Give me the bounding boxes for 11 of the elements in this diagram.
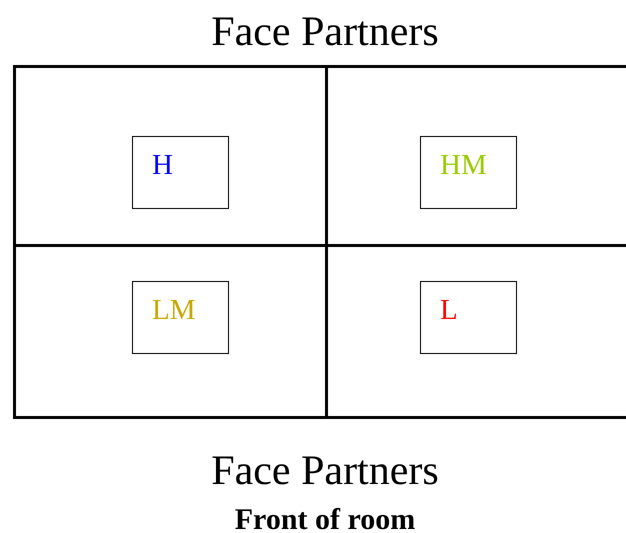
caption: Face Partners xyxy=(210,448,440,494)
front-of-room-note: Front of room xyxy=(234,503,416,533)
title: Face Partners xyxy=(210,8,440,56)
seat-box xyxy=(132,136,229,209)
group-letter: HM xyxy=(440,149,487,181)
group-letter: H xyxy=(152,149,173,181)
group-letter: LM xyxy=(152,294,196,326)
seat-box xyxy=(132,281,229,354)
seat-box xyxy=(420,136,517,209)
group-letter: L xyxy=(440,294,458,326)
seat-box xyxy=(420,281,517,354)
